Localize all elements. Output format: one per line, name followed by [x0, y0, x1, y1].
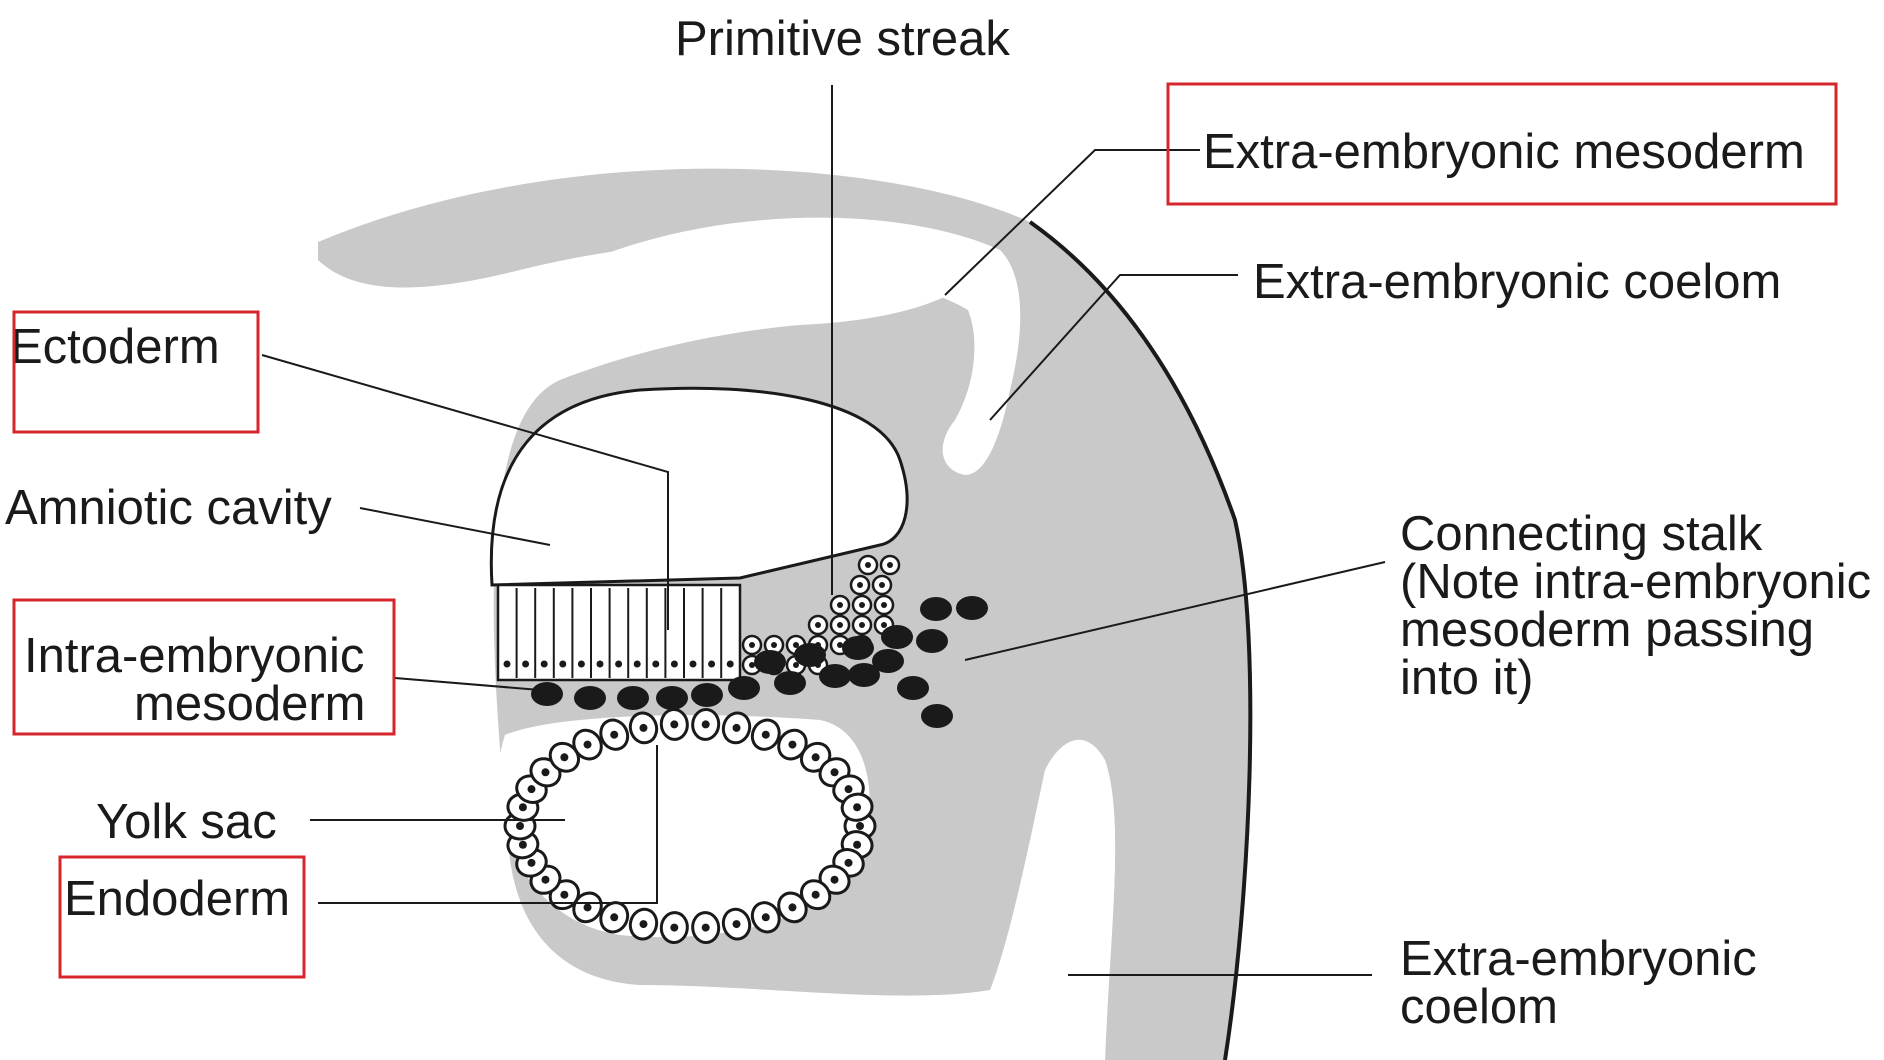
- label-extra-embryonic-coelom-bottom-line2: coelom: [1400, 980, 1558, 1034]
- label-connecting-stalk-line1: Connecting stalk: [1400, 507, 1763, 561]
- primitive-streak-cell-nucleus: [771, 642, 777, 648]
- endoderm-cell: [691, 911, 720, 943]
- mesoderm-cell: [819, 664, 851, 688]
- ectoderm-cell-nucleus: [616, 662, 621, 667]
- mesoderm-cell: [754, 650, 786, 674]
- label-endoderm: Endoderm: [64, 872, 290, 926]
- label-extra-embryonic-mesoderm: Extra-embryonic mesoderm: [1203, 125, 1805, 179]
- mesoderm-cell: [617, 686, 649, 710]
- label-connecting-stalk-line4: into it): [1400, 651, 1533, 705]
- ectoderm-cell-nucleus: [728, 662, 733, 667]
- ectoderm-cell-nucleus: [653, 662, 658, 667]
- mesoderm-cell: [531, 682, 563, 706]
- primitive-streak-cell-nucleus: [837, 622, 843, 628]
- ectoderm-cell-nucleus: [505, 662, 510, 667]
- mesoderm-cell: [842, 636, 874, 660]
- mesoderm-cell: [574, 686, 606, 710]
- ectoderm-cell-nucleus: [635, 662, 640, 667]
- label-connecting-stalk-line2: (Note intra-embryonic: [1400, 555, 1871, 609]
- ectoderm-cell-nucleus: [709, 662, 714, 667]
- mesoderm-cell: [881, 625, 913, 649]
- mesoderm-cell: [956, 596, 988, 620]
- ectoderm-cell-nucleus: [598, 662, 603, 667]
- mesoderm-cell: [691, 683, 723, 707]
- ectoderm-layer: [498, 585, 740, 680]
- primitive-streak-cell-nucleus: [859, 602, 865, 608]
- endoderm-cell: [691, 708, 720, 740]
- ectoderm-cell-nucleus: [672, 662, 677, 667]
- primitive-streak-cell-nucleus: [749, 642, 755, 648]
- label-extra-embryonic-coelom-bottom-line1: Extra-embryonic: [1400, 932, 1757, 986]
- mesoderm-cell: [921, 704, 953, 728]
- mesoderm-cell: [728, 676, 760, 700]
- ectoderm-cell-nucleus: [542, 662, 547, 667]
- label-intra-embryonic-mesoderm-line2: mesoderm: [134, 677, 365, 731]
- primitive-streak-cell-nucleus: [859, 622, 865, 628]
- endoderm-cell: [660, 708, 689, 740]
- primitive-streak-cell-nucleus: [881, 622, 887, 628]
- label-connecting-stalk-line3: mesoderm passing: [1400, 603, 1814, 657]
- label-primitive-streak: Primitive streak: [675, 12, 1010, 66]
- label-amniotic-cavity: Amniotic cavity: [5, 481, 332, 535]
- primitive-streak-cell-nucleus: [887, 562, 893, 568]
- primitive-streak-cell-nucleus: [865, 562, 871, 568]
- primitive-streak-cell-nucleus: [837, 602, 843, 608]
- label-extra-embryonic-coelom-top: Extra-embryonic coelom: [1253, 255, 1781, 309]
- primitive-streak-cell-nucleus: [815, 622, 821, 628]
- label-yolk-sac: Yolk sac: [96, 795, 277, 849]
- label-intra-embryonic-mesoderm-line1: Intra-embryonic: [24, 629, 364, 683]
- label-ectoderm: Ectoderm: [10, 320, 220, 374]
- mesoderm-cell: [897, 676, 929, 700]
- mesoderm-cell: [774, 671, 806, 695]
- endoderm-cell: [660, 911, 689, 943]
- primitive-streak-cell-nucleus: [879, 582, 885, 588]
- mesoderm-cell: [920, 597, 952, 621]
- ectoderm-cell-nucleus: [579, 662, 584, 667]
- ectoderm-cell-nucleus: [523, 662, 528, 667]
- ectoderm-cell-nucleus: [691, 662, 696, 667]
- mesoderm-cell: [848, 663, 880, 687]
- primitive-streak-cell-nucleus: [881, 602, 887, 608]
- ectoderm-cell-nucleus: [560, 662, 565, 667]
- mesoderm-cell: [656, 686, 688, 710]
- primitive-streak-cell-nucleus: [857, 582, 863, 588]
- mesoderm-cell: [794, 643, 826, 667]
- mesoderm-cell: [916, 629, 948, 653]
